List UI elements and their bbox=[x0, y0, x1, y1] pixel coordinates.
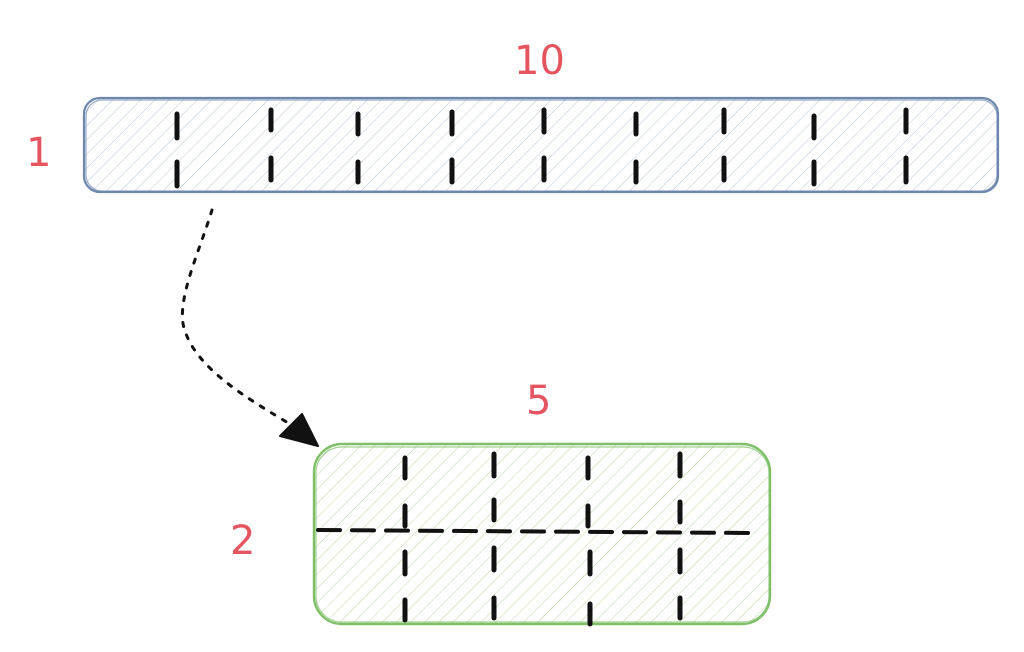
bottom-block-border-sketch bbox=[315, 446, 770, 623]
top-block-border bbox=[82, 96, 1000, 194]
top-height-label: 1 bbox=[26, 130, 51, 176]
reshape-arrow-path bbox=[180, 208, 302, 432]
bottom-block-dividers bbox=[402, 451, 683, 627]
top-width-label: 10 bbox=[514, 38, 565, 84]
bottom-height-label: 2 bbox=[230, 518, 255, 564]
top-block-fill bbox=[84, 98, 998, 192]
bottom-row-divider bbox=[316, 528, 756, 535]
top-block bbox=[82, 96, 1000, 194]
reshape-arrow bbox=[180, 208, 319, 447]
arrowhead-icon bbox=[279, 413, 319, 447]
top-block-border-sketch bbox=[85, 99, 998, 192]
bottom-block-fill bbox=[314, 444, 770, 624]
top-block-dividers bbox=[174, 107, 909, 189]
bottom-width-label: 5 bbox=[526, 378, 551, 424]
bottom-block-border bbox=[312, 442, 772, 626]
bottom-block bbox=[312, 442, 772, 627]
